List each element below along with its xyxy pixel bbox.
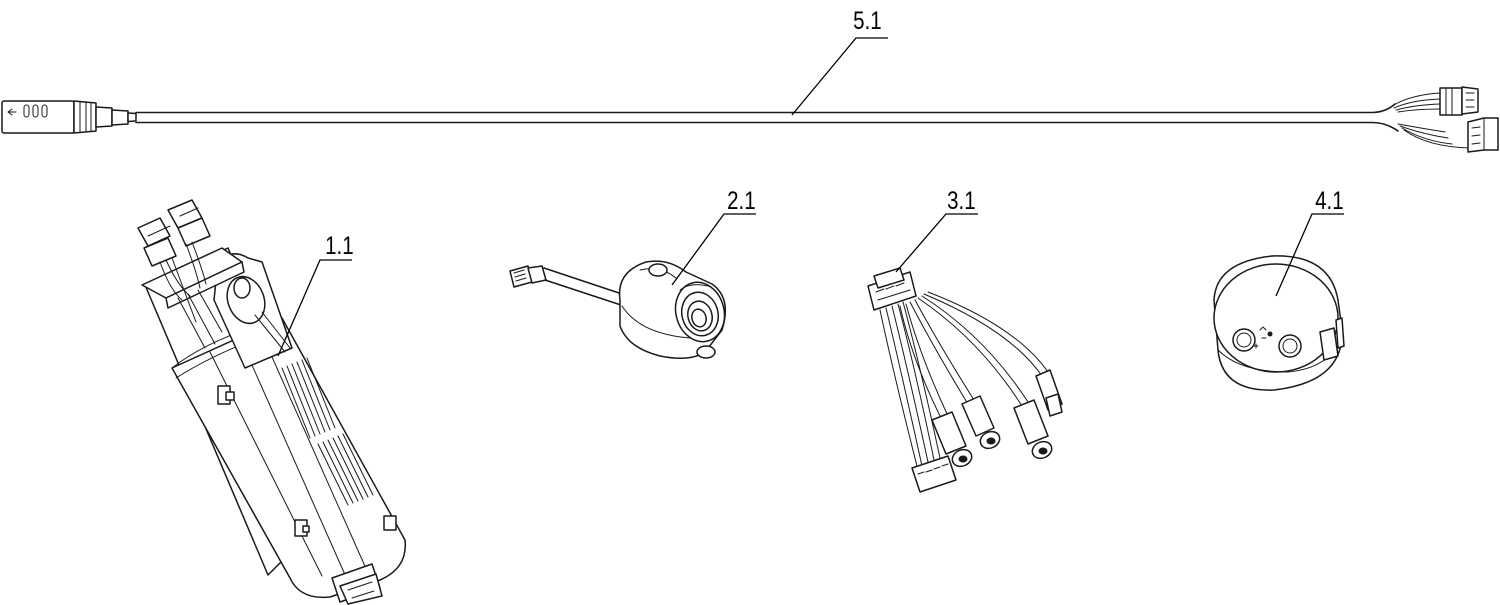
upper-wire-connector	[1439, 86, 1479, 116]
vent-slots	[281, 357, 374, 506]
leader-2-1	[671, 213, 756, 286]
callout-labels: 5.1 1.1 2.1 3.1 4.1	[325, 6, 1343, 259]
top-connector-left	[137, 217, 177, 267]
callout-2-1: 2.1	[727, 186, 755, 214]
camera-module	[509, 260, 727, 359]
bottom-rect-connector	[911, 455, 957, 493]
callout-5-1: 5.1	[853, 6, 881, 34]
leader-1-1	[277, 259, 352, 357]
main-cable-harness	[1, 86, 1499, 153]
cable-end-plug	[1, 100, 137, 134]
leader-lines	[277, 37, 1344, 357]
callout-4-1: 4.1	[1315, 186, 1343, 214]
callout-1-1: 1.1	[325, 231, 353, 259]
control-unit	[137, 199, 407, 605]
leader-4-1	[1275, 213, 1344, 297]
small-right-plug	[1035, 369, 1063, 417]
callout-3-1: 3.1	[947, 186, 975, 214]
round-connector-1	[931, 411, 973, 468]
round-sensor-housing	[1213, 255, 1345, 391]
cable-split-wires	[1391, 92, 1471, 149]
lower-wire-connector	[1467, 117, 1499, 153]
round-connector-2	[961, 395, 1001, 450]
breakout-harness	[867, 267, 1063, 493]
bottom-knob	[331, 563, 383, 605]
leader-3-1	[895, 213, 978, 273]
leader-5-1	[791, 37, 888, 116]
top-multipin-connector	[867, 267, 917, 311]
top-connector-right	[167, 199, 211, 247]
round-connector-3	[1013, 399, 1053, 460]
